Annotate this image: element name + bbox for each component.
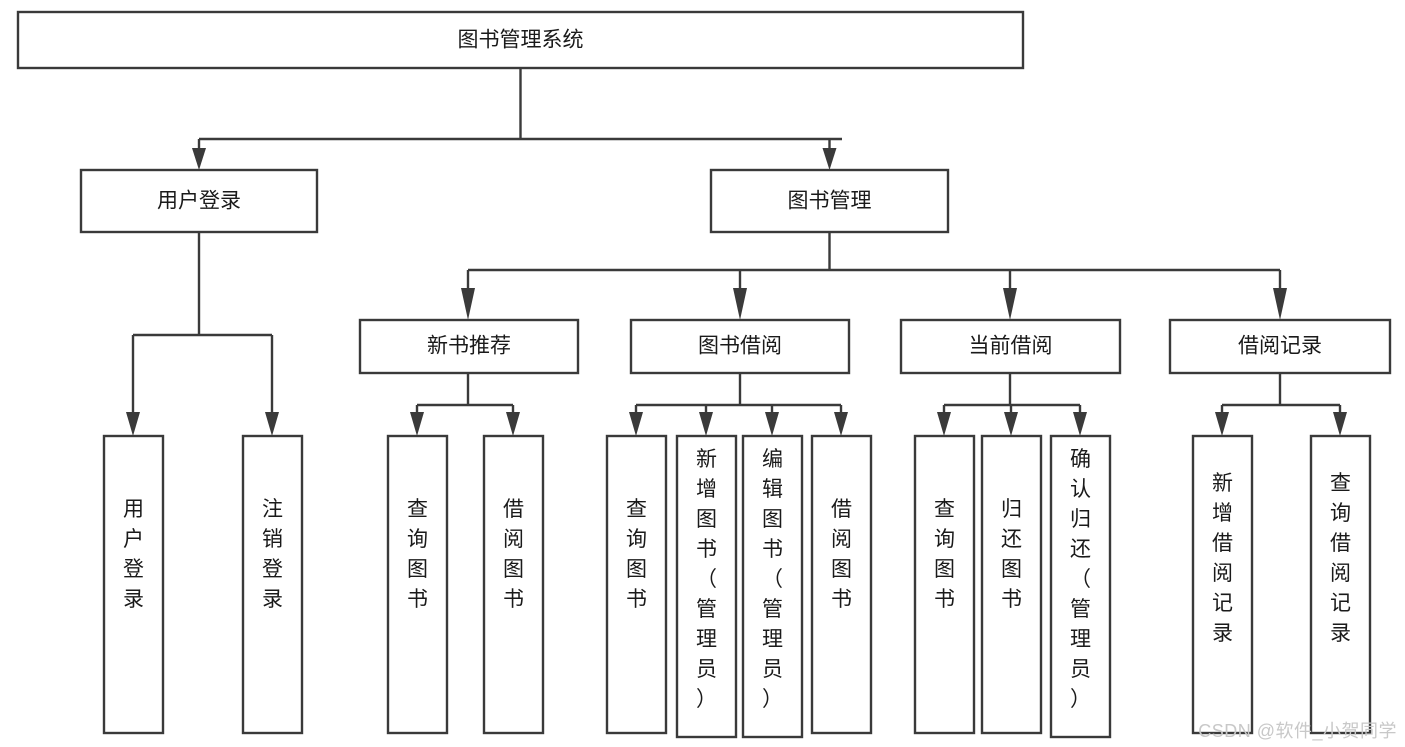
arrow-head-leaf-newbook-query — [410, 412, 424, 436]
leaf-borrow-edit-box[interactable] — [741, 434, 804, 739]
leaf-logout-label: 注销登录 — [262, 498, 283, 611]
leaf-record-add-box[interactable] — [1191, 434, 1254, 735]
node-root[interactable]: 图书管理系统 — [16, 10, 1025, 70]
leaf-record-query-box[interactable] — [1309, 434, 1372, 735]
node-user-login-box[interactable] — [79, 168, 319, 234]
arrow-head-borrow-record — [1273, 288, 1287, 320]
connector-layer — [126, 68, 1347, 436]
leaf-current-query-label: 查询图书 — [934, 498, 955, 611]
leaf-borrow-lend[interactable]: 借阅图书 — [810, 434, 873, 735]
leaf-record-add[interactable]: 新增借阅记录 — [1191, 434, 1254, 735]
node-user-login-label: 用户登录 — [157, 190, 241, 213]
node-new-book-recommend-label: 新书推荐 — [427, 335, 511, 358]
leaf-user-login-box[interactable] — [102, 434, 165, 735]
node-current-borrow[interactable]: 当前借阅 — [899, 318, 1122, 375]
leaf-current-return-box[interactable] — [980, 434, 1043, 735]
arrow-head-leaf-record-query — [1333, 412, 1347, 436]
node-root-label: 图书管理系统 — [458, 29, 584, 52]
node-current-borrow-label: 当前借阅 — [969, 335, 1053, 358]
node-new-book-recommend-box[interactable] — [358, 318, 580, 375]
leaf-logout-box[interactable] — [241, 434, 304, 735]
leaf-user-login-label: 用户登录 — [123, 498, 144, 611]
leaf-borrow-query-box[interactable] — [605, 434, 668, 735]
leaf-newbook-borrow-label: 借阅图书 — [503, 498, 524, 611]
arrow-head-user-login — [192, 148, 206, 170]
arrow-head-leaf-record-add — [1215, 412, 1229, 436]
node-book-manage[interactable]: 图书管理 — [709, 168, 950, 234]
arrow-head-leaf-newbook-borrow — [506, 412, 520, 436]
arrow-head-new-book-recommend — [461, 288, 475, 320]
node-current-borrow-box[interactable] — [899, 318, 1122, 375]
leaf-borrow-add[interactable]: 新增图书（管理员） — [675, 434, 738, 739]
arrow-head-current-borrow — [1003, 288, 1017, 320]
node-book-borrow-label: 图书借阅 — [698, 335, 782, 358]
arrow-head-leaf-current-query — [937, 412, 951, 436]
node-book-borrow[interactable]: 图书借阅 — [629, 318, 851, 375]
node-new-book-recommend[interactable]: 新书推荐 — [358, 318, 580, 375]
leaf-borrow-edit[interactable]: 编辑图书（管理员） — [741, 434, 804, 739]
leaf-newbook-borrow-box[interactable] — [482, 434, 545, 735]
leaf-user-login[interactable]: 用户登录 — [102, 434, 165, 735]
arrow-head-leaf-logout — [265, 412, 279, 436]
node-borrow-record-label: 借阅记录 — [1238, 335, 1322, 358]
arrow-head-book-borrow — [733, 288, 747, 320]
node-borrow-record-box[interactable] — [1168, 318, 1392, 375]
leaf-newbook-query[interactable]: 查询图书 — [386, 434, 449, 735]
arrow-head-leaf-borrow-add — [699, 412, 713, 436]
arrow-head-leaf-user-login — [126, 412, 140, 436]
arrow-head-leaf-borrow-query — [629, 412, 643, 436]
leaf-borrow-query[interactable]: 查询图书 — [605, 434, 668, 735]
leaf-current-return-label: 归还图书 — [1001, 498, 1022, 611]
leaf-borrow-add-label: 新增图书（管理员） — [696, 448, 717, 711]
leaf-current-confirm-label: 确认归还（管理员） — [1070, 448, 1091, 711]
leaf-borrow-lend-box[interactable] — [810, 434, 873, 735]
arrow-head-leaf-borrow-edit — [765, 412, 779, 436]
leaf-current-confirm-box[interactable] — [1049, 434, 1112, 739]
node-book-manage-box[interactable] — [709, 168, 950, 234]
leaf-current-return[interactable]: 归还图书 — [980, 434, 1043, 735]
arrow-head-leaf-current-confirm — [1073, 412, 1087, 436]
leaf-newbook-borrow[interactable]: 借阅图书 — [482, 434, 545, 735]
node-borrow-record[interactable]: 借阅记录 — [1168, 318, 1392, 375]
leaf-record-query[interactable]: 查询借阅记录 — [1309, 434, 1372, 735]
arrow-head-book-manage — [822, 148, 837, 170]
leaf-borrow-edit-label: 编辑图书（管理员） — [762, 448, 783, 711]
node-book-manage-label: 图书管理 — [788, 190, 872, 213]
node-book-borrow-box[interactable] — [629, 318, 851, 375]
leaf-borrow-query-label: 查询图书 — [626, 498, 647, 611]
leaf-logout[interactable]: 注销登录 — [241, 434, 304, 735]
leaf-newbook-query-box[interactable] — [386, 434, 449, 735]
leaf-record-query-label: 查询借阅记录 — [1330, 472, 1351, 645]
arrow-head-leaf-current-return — [1004, 412, 1018, 436]
leaf-borrow-lend-label: 借阅图书 — [831, 498, 852, 611]
leaf-borrow-add-box[interactable] — [675, 434, 738, 739]
leaf-current-confirm[interactable]: 确认归还（管理员） — [1049, 434, 1112, 739]
leaf-record-add-label: 新增借阅记录 — [1212, 472, 1233, 645]
leaf-current-query-box[interactable] — [913, 434, 976, 735]
arrow-head-leaf-borrow-lend — [834, 412, 848, 436]
leaf-current-query[interactable]: 查询图书 — [913, 434, 976, 735]
node-user-login[interactable]: 用户登录 — [79, 168, 319, 234]
leaf-newbook-query-label: 查询图书 — [407, 498, 428, 611]
node-root-box[interactable] — [16, 10, 1025, 70]
